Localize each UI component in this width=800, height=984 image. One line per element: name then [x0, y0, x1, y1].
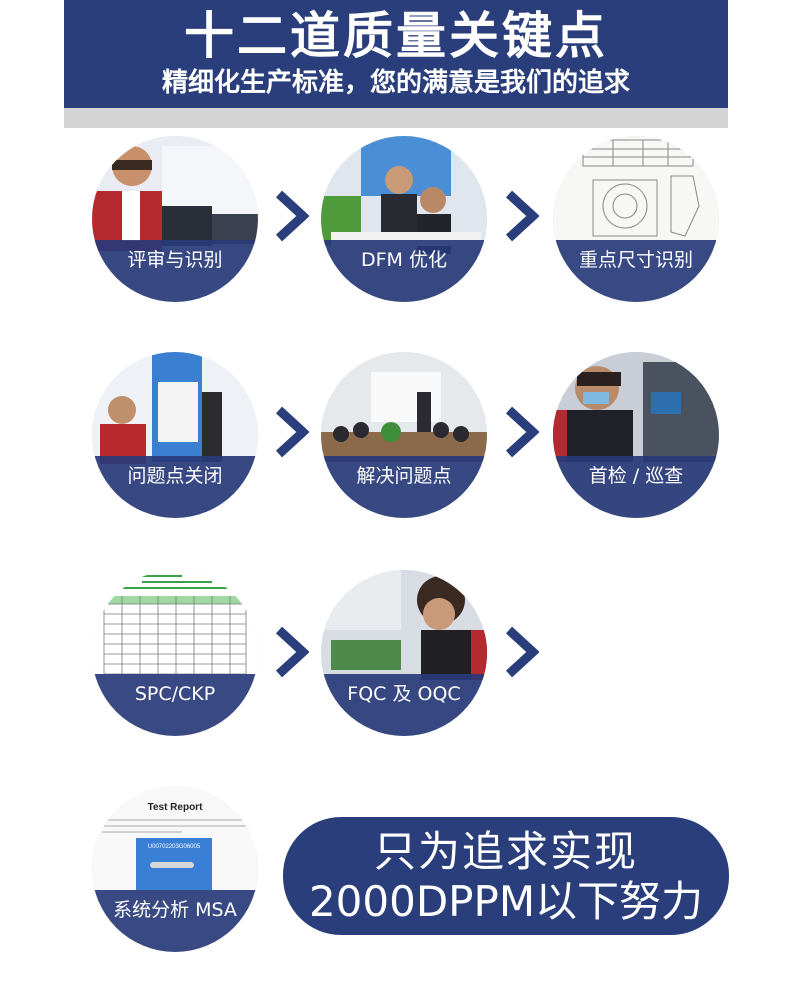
chevron-right-icon	[273, 406, 309, 458]
step-first-inspection: 首检 / 巡查	[553, 352, 719, 518]
step-label: SPC/CKP	[134, 683, 216, 705]
chevron-right-icon	[273, 190, 309, 242]
goal-banner: 只为追求实现 2000DPPM以下努力	[283, 817, 729, 935]
step-band	[92, 890, 258, 952]
goal-line-1: 只为追求实现	[373, 827, 638, 876]
step-label: DFM 优化	[361, 249, 447, 271]
step-solve-issue: 解决问题点	[321, 352, 487, 518]
report-id: U00702203G06005	[148, 844, 201, 850]
step-band	[553, 240, 719, 302]
step-spc: SPC/CKP	[92, 570, 258, 736]
step-review: 评审与识别	[92, 136, 258, 302]
step-band	[321, 240, 487, 302]
step-band	[321, 456, 487, 518]
step-msa: Test Report U00702203G06005 系统分析 MSA	[92, 786, 258, 952]
step-band	[92, 240, 258, 302]
page-title: 十二道质量关键点	[184, 7, 608, 65]
chevron-right-icon	[273, 626, 309, 678]
step-band	[553, 456, 719, 518]
step-close-issue: 问题点关闭	[92, 352, 258, 518]
goal-line-2: 2000DPPM以下努力	[308, 877, 704, 926]
step-label: 问题点关闭	[127, 465, 223, 487]
header-banner: 十二道质量关键点 精细化生产标准，您的满意是我们的追求	[64, 0, 728, 108]
step-band	[92, 674, 258, 736]
report-title: Test Report	[148, 802, 203, 813]
page-subtitle: 精细化生产标准，您的满意是我们的追求	[161, 68, 630, 98]
step-fqc-oqc: FQC 及 OQC	[321, 570, 487, 736]
step-band	[321, 674, 487, 736]
step-label: 系统分析 MSA	[113, 899, 237, 921]
step-dimension: 重点尺寸识别	[553, 136, 719, 302]
chevron-right-icon	[503, 626, 539, 678]
step-dfm: DFM 优化	[321, 136, 487, 302]
chevron-right-icon	[503, 406, 539, 458]
review-meeting-photo	[92, 136, 258, 302]
step-band	[92, 456, 258, 518]
header-divider	[64, 108, 728, 128]
chevron-right-icon	[503, 190, 539, 242]
step-label: 首检 / 巡查	[588, 465, 684, 487]
step-label: 评审与识别	[127, 249, 223, 271]
step-label: 解决问题点	[356, 465, 452, 487]
step-label: FQC 及 OQC	[347, 683, 461, 705]
step-label: 重点尺寸识别	[578, 249, 693, 271]
